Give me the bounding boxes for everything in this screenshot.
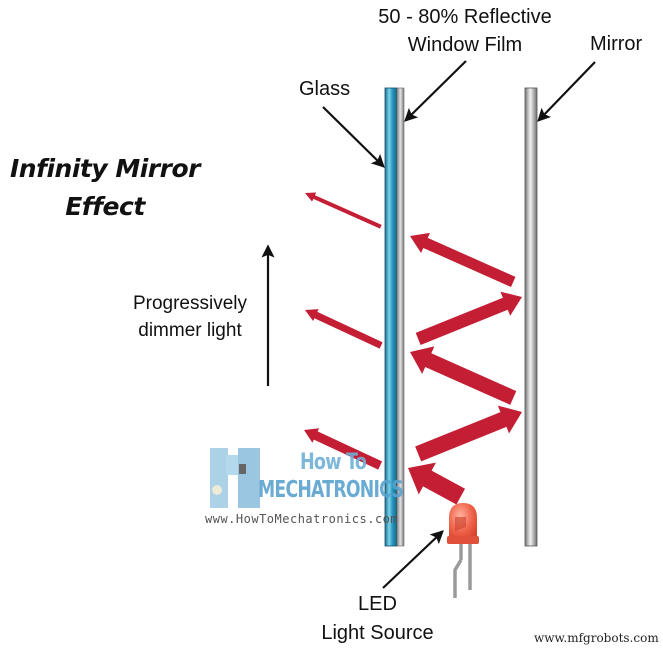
ray-glass-to-mirror-2 bbox=[415, 291, 522, 345]
ray-escape-middle bbox=[305, 309, 383, 349]
film-label-line-2: Window Film bbox=[407, 34, 523, 56]
ray-mirror-to-glass-1 bbox=[410, 346, 517, 405]
led-label: LED Light Source bbox=[300, 590, 455, 648]
glass-label: Glass bbox=[299, 78, 351, 100]
ray-glass-to-mirror-1 bbox=[415, 405, 522, 462]
mirror-pointer-arrow bbox=[537, 61, 596, 122]
mirror-label: Mirror bbox=[590, 33, 643, 55]
ray-led-to-glass bbox=[408, 462, 466, 505]
reflective-film bbox=[396, 87, 405, 547]
title-line-2: Effect bbox=[65, 192, 145, 221]
ray-escape-top bbox=[305, 192, 382, 229]
led-label-line-2: Light Source bbox=[321, 622, 434, 644]
watermark-url: www.HowToMechatronics.com bbox=[205, 512, 399, 526]
watermark-logo bbox=[210, 448, 260, 508]
source-credit: www.mfgrobots.com bbox=[534, 631, 659, 645]
film-pointer-arrow bbox=[404, 60, 467, 122]
bulb-icon bbox=[212, 485, 222, 495]
watermark-mechatronics: MECHATRONICS bbox=[258, 477, 404, 503]
diagram-title: Infinity Mirror Effect bbox=[0, 150, 210, 226]
led-label-line-1: LED bbox=[358, 593, 397, 615]
title-line-1: Infinity Mirror bbox=[10, 154, 200, 183]
film-label: 50 - 80% Reflective Window Film bbox=[370, 3, 560, 59]
led-icon bbox=[447, 503, 479, 598]
mirror-panel bbox=[524, 87, 538, 547]
light-rays bbox=[304, 192, 522, 505]
dimmer-label-line-2: dimmer light bbox=[138, 320, 242, 341]
led-pointer-arrow bbox=[382, 530, 444, 589]
pointer-arrows bbox=[261, 60, 596, 589]
film-label-line-1: 50 - 80% Reflective bbox=[378, 6, 552, 28]
dimmer-label-line-1: Progressively bbox=[132, 293, 248, 314]
ray-mirror-to-glass-2 bbox=[410, 232, 516, 287]
dimmer-light-label: Progressively dimmer light bbox=[120, 290, 260, 344]
glass-pointer-arrow bbox=[322, 106, 385, 168]
watermark-how-to: How To bbox=[300, 450, 367, 475]
ray-escape-bottom bbox=[304, 428, 383, 470]
